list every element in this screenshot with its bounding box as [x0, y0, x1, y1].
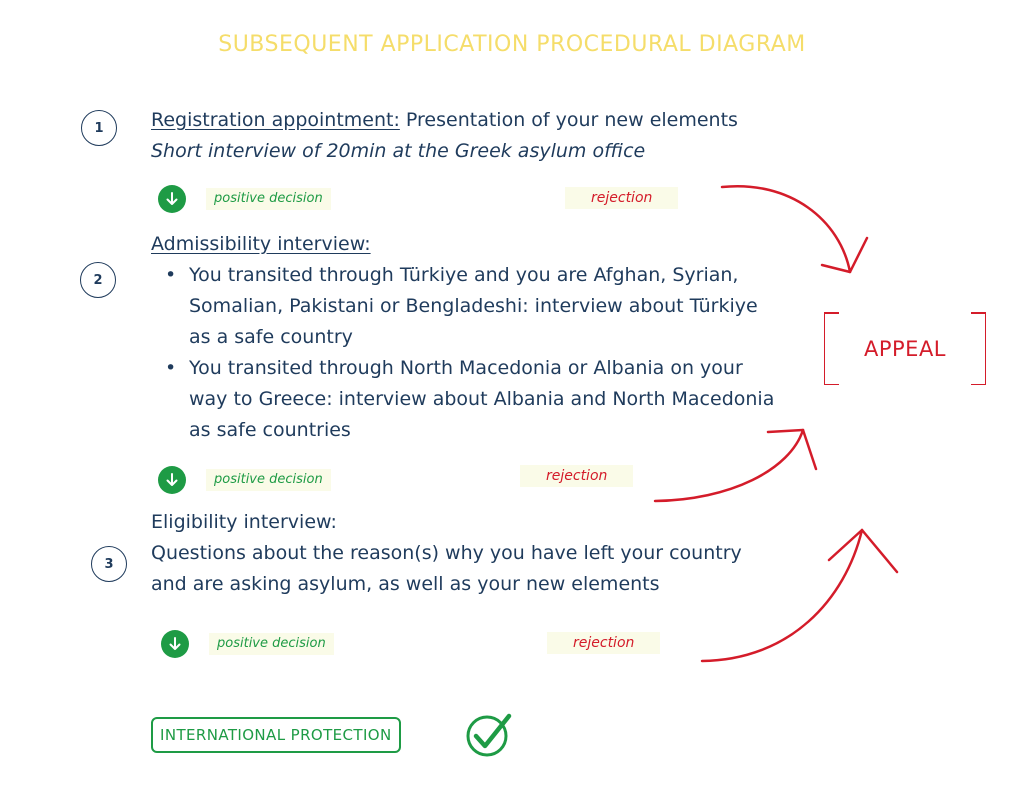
step-2-bullet-1: You transited through Türkiye and you ar… — [151, 260, 774, 353]
rejection-label: rejection — [520, 465, 634, 487]
appeal-label: APPEAL — [863, 336, 947, 361]
diagram-title: SUBSEQUENT APPLICATION PROCEDURAL DIAGRA… — [218, 32, 806, 57]
step-2-bullet-list: You transited through Türkiye and you ar… — [151, 260, 774, 446]
step-1-subline: Short interview of 20min at the Greek as… — [151, 140, 646, 162]
positive-decision-label: positive decision — [206, 188, 331, 210]
step-1-heading-line: Registration appointment: Presentation o… — [151, 105, 738, 136]
step-2-bullet-2: You transited through North Macedonia or… — [151, 353, 774, 446]
arrow-down-circle-icon — [158, 185, 186, 213]
step-1-heading: Registration appointment: — [151, 109, 400, 131]
positive-decision-label: positive decision — [206, 469, 331, 491]
rejection-arrow-3 — [700, 528, 864, 663]
positive-decision-label: positive decision — [209, 633, 334, 655]
arrow-down-circle-icon — [158, 466, 186, 494]
rejection-label: rejection — [547, 632, 661, 654]
step-1-heading-rest: Presentation of your new elements — [399, 109, 738, 131]
step-2-heading: Admissibility interview: — [151, 233, 371, 255]
rejection-arrow-1-head — [820, 236, 869, 274]
bullet-1-line-1: You transited through Türkiye and you ar… — [189, 264, 739, 286]
bullet-2-line-2: way to Greece: interview about Albania a… — [189, 388, 775, 410]
bullet-1-line-3: as a safe country — [189, 326, 353, 348]
step-2-number: 2 — [80, 262, 116, 298]
rejection-arrow-3-head — [827, 528, 899, 574]
rejection-label: rejection — [565, 187, 679, 209]
rejection-arrow-1 — [720, 184, 852, 274]
bullet-1-line-2: Somalian, Pakistani or Bengladeshi: inte… — [189, 295, 758, 317]
bullet-2-line-3: as safe countries — [189, 419, 351, 441]
appeal-box: APPEAL — [824, 312, 986, 385]
step-3-line-2: and are asking asylum, as well as your n… — [151, 573, 660, 595]
international-protection-box: INTERNATIONAL PROTECTION — [151, 717, 401, 753]
step-1-number: 1 — [81, 110, 117, 146]
bullet-2-line-1: You transited through North Macedonia or… — [189, 357, 743, 379]
arrow-down-circle-icon — [161, 630, 189, 658]
checkmark-circle-icon — [466, 713, 512, 757]
rejection-arrow-2-head — [766, 428, 818, 471]
step-3-number: 3 — [91, 546, 127, 582]
rejection-arrow-2 — [653, 428, 805, 503]
step-3-heading: Eligibility interview: — [151, 511, 337, 533]
step-3-line-1: Questions about the reason(s) why you ha… — [151, 542, 742, 564]
